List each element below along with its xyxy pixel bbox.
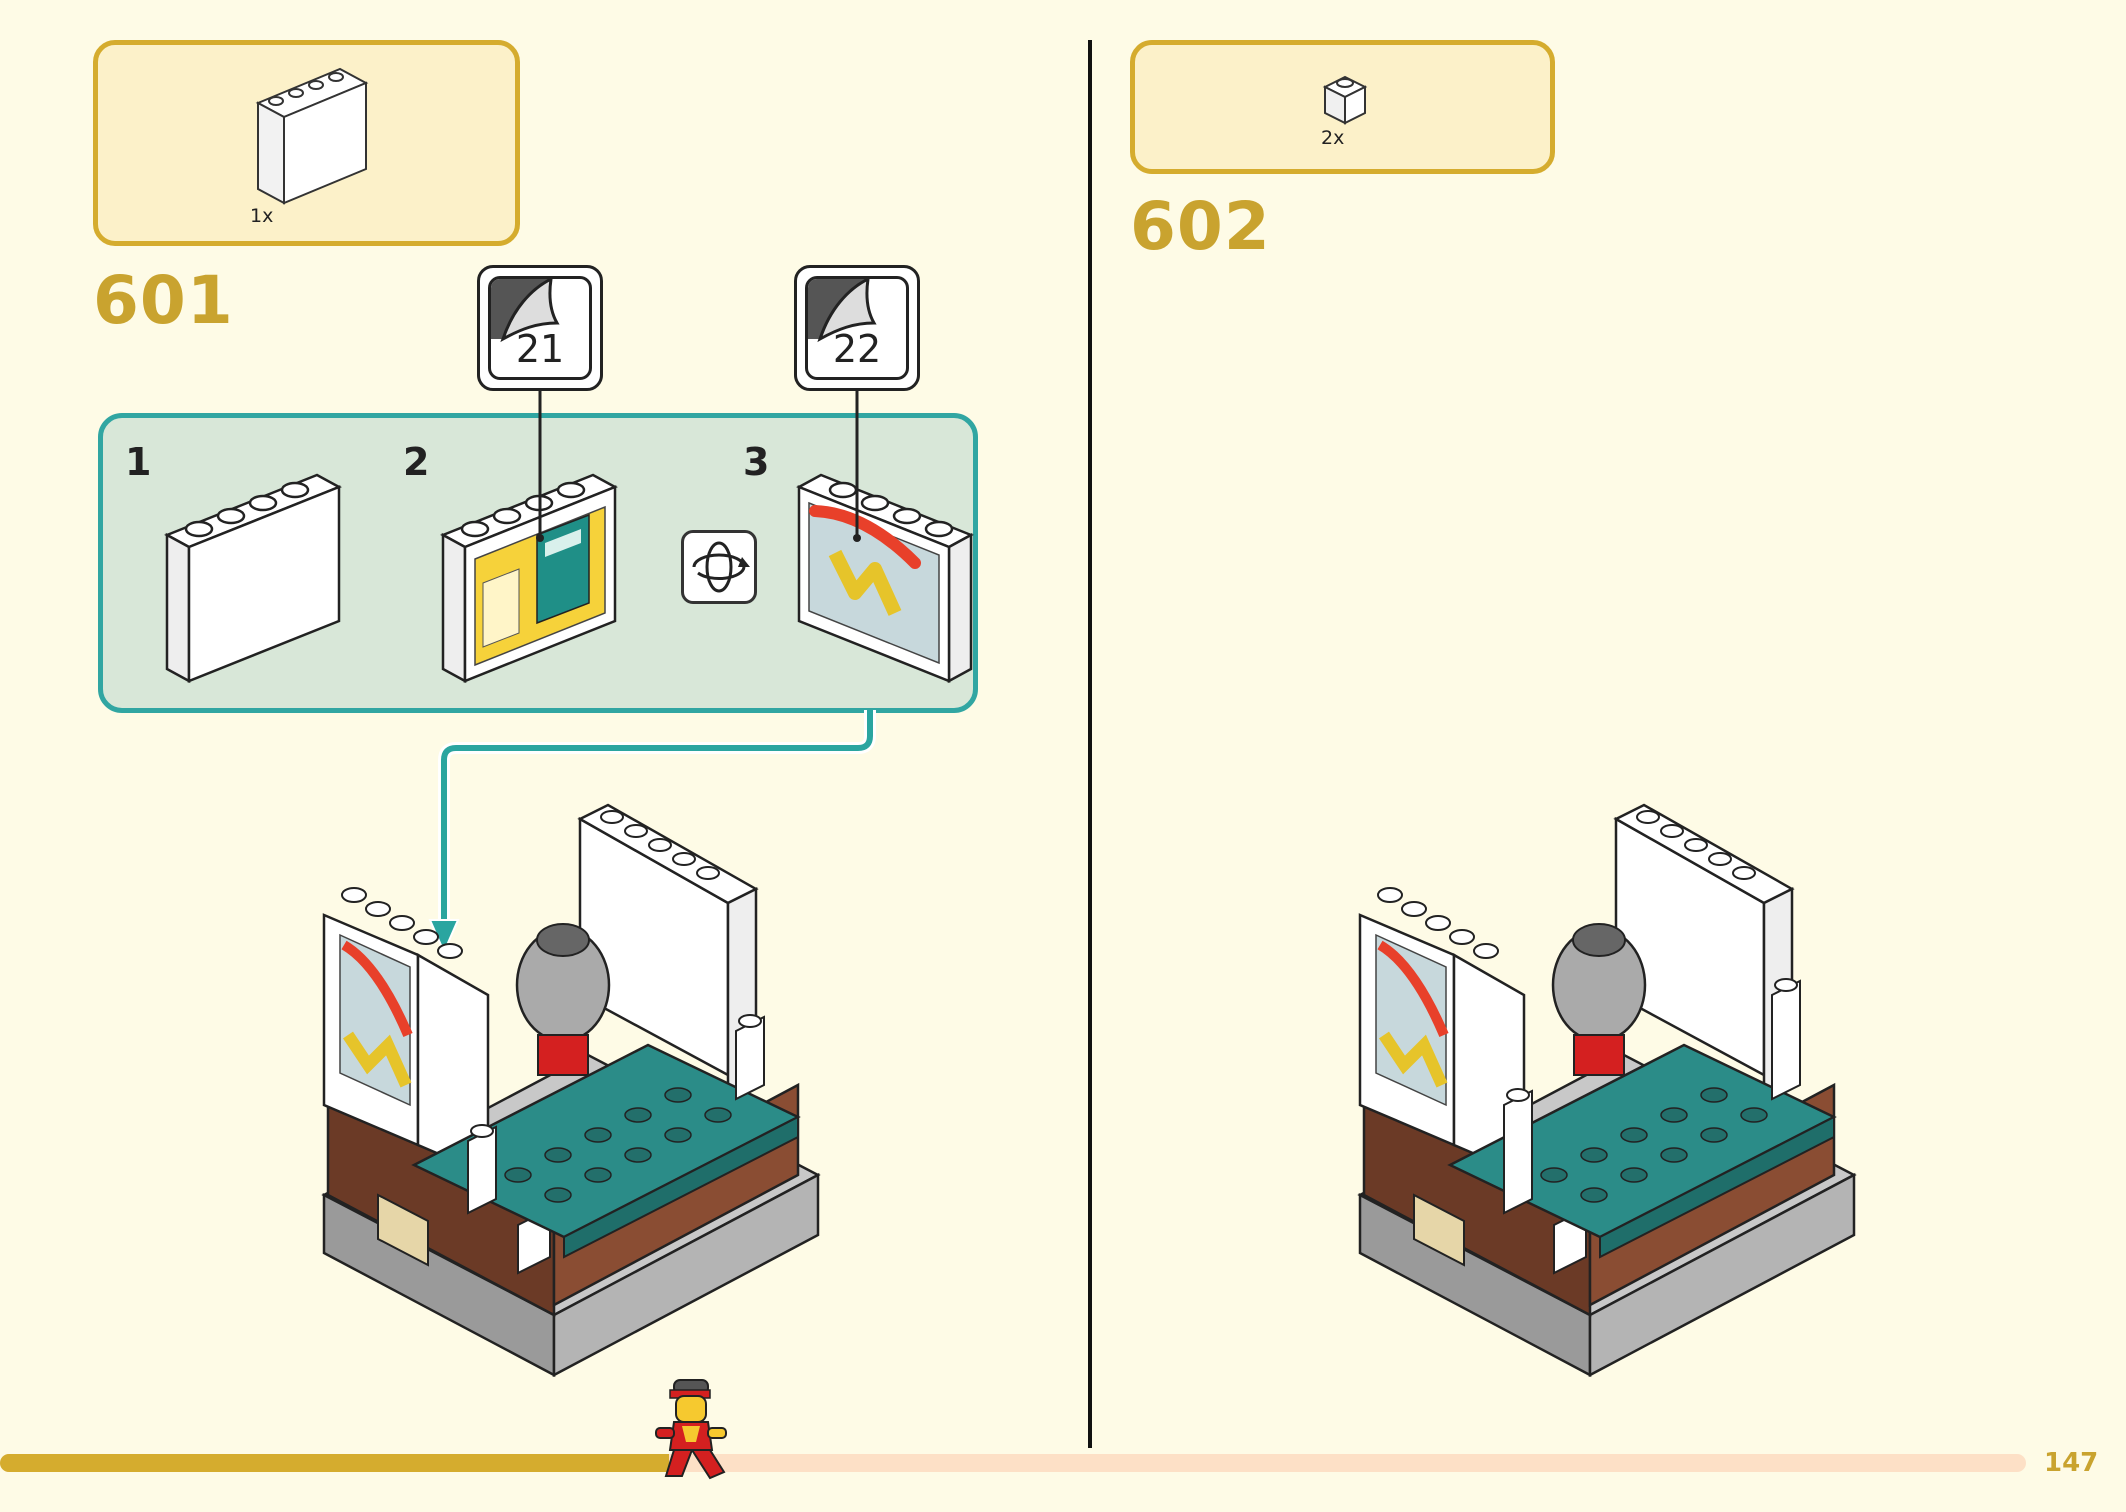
running-minifigure-icon: [655, 1379, 727, 1480]
part-quantity: 1x: [250, 205, 274, 227]
progress-fill: [0, 1454, 669, 1472]
model-illustration-602: [1357, 803, 1857, 1378]
sticker-number-21: 21: [515, 327, 565, 371]
sub-assembly-panel: 1 2 3: [98, 413, 978, 713]
parts-callout-602: 2x: [1130, 40, 1555, 174]
panel-with-sticker-22: [796, 473, 974, 684]
white-panel-brick: [164, 473, 342, 684]
step-number-602: 602: [1130, 188, 1271, 265]
model-illustration-601: [321, 803, 821, 1378]
part-quantity: 2x: [1321, 127, 1345, 149]
sub-step-number-1: 1: [125, 440, 152, 484]
page-divider: [1088, 40, 1092, 1448]
rotate-icon: [681, 530, 757, 604]
white-brick-1x4x3-part: [255, 67, 369, 205]
sticker-tag-21: 21: [477, 265, 603, 391]
placement-arrow: [428, 710, 876, 955]
progress-track: [0, 1454, 2026, 1472]
page-number: 147: [2044, 1448, 2099, 1478]
sticker-leader-lines: [536, 390, 861, 542]
sub-step-number-3: 3: [743, 440, 770, 484]
step-number-601: 601: [93, 262, 234, 339]
sub-step-number-2: 2: [403, 440, 430, 484]
sticker-peel-icon: [808, 279, 877, 343]
panel-with-sticker-21: [440, 473, 618, 684]
white-brick-1x1-part: [1322, 75, 1368, 125]
sticker-peel-icon: [491, 279, 560, 343]
sticker-number-22: 22: [832, 327, 882, 371]
parts-callout-601: 1x: [93, 40, 520, 246]
sticker-tag-22: 22: [794, 265, 920, 391]
